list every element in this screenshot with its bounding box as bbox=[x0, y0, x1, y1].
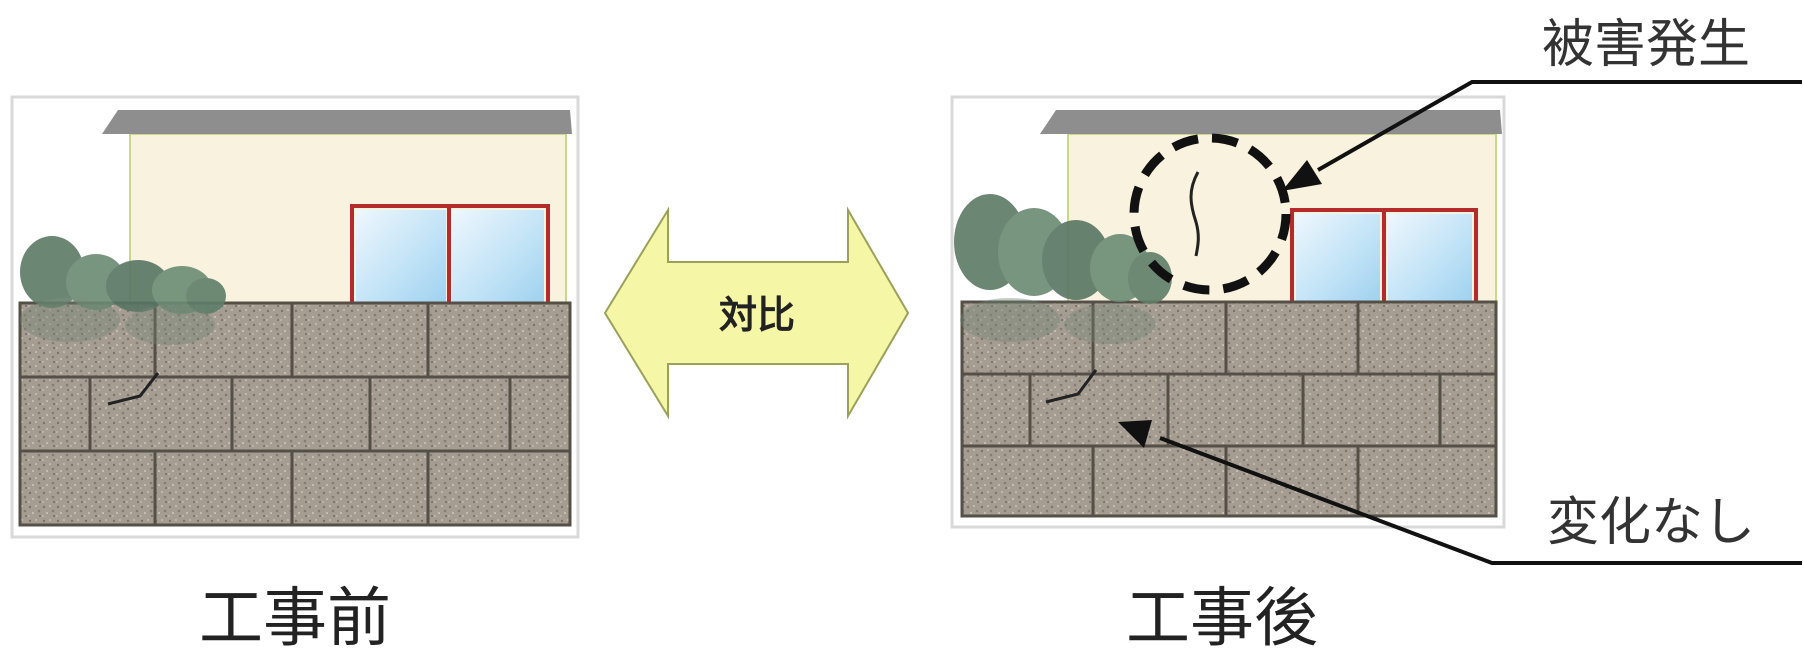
no-change-callout-label: 変化なし bbox=[1547, 493, 1755, 553]
shrubs bbox=[20, 236, 226, 345]
damage-arrowhead-icon bbox=[1282, 160, 1322, 191]
existing-crack bbox=[1045, 369, 1098, 404]
shrubs bbox=[954, 194, 1172, 344]
damage-callout: 被害発生 bbox=[1282, 15, 1802, 191]
no-change-callout: 変化なし bbox=[1118, 420, 1802, 565]
no-change-leader-line bbox=[1159, 436, 1802, 565]
window bbox=[350, 204, 550, 326]
damage-highlight-circle bbox=[1129, 133, 1291, 295]
existing-crack bbox=[107, 372, 160, 406]
after-caption: 工事後 bbox=[1126, 582, 1318, 656]
stone-retaining-wall bbox=[960, 300, 1498, 518]
before-scene: 工事前 bbox=[10, 95, 580, 656]
compare-arrow: 対比 bbox=[603, 206, 910, 420]
damage-leader-line bbox=[1317, 80, 1802, 172]
damage-callout-label: 被害発生 bbox=[1542, 15, 1750, 75]
before-caption: 工事前 bbox=[199, 582, 391, 656]
compare-label: 対比 bbox=[719, 293, 795, 337]
roof-eave bbox=[1040, 110, 1502, 134]
after-scene: 工事後 bbox=[950, 95, 1506, 656]
window bbox=[1290, 208, 1478, 322]
new-wall-crack bbox=[1189, 171, 1200, 257]
double-arrow-icon bbox=[603, 206, 910, 420]
no-change-arrowhead-icon bbox=[1118, 420, 1152, 448]
roof-eave bbox=[102, 110, 572, 134]
stone-retaining-wall bbox=[18, 301, 572, 527]
